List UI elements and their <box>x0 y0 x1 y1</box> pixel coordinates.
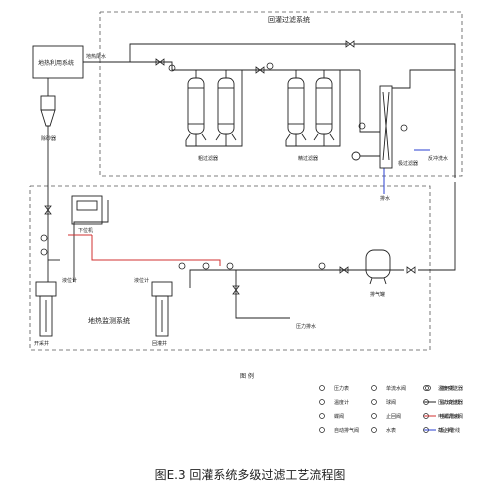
coarse-filter-left <box>185 77 207 141</box>
coarse-filter-right <box>215 77 237 141</box>
exhaust-tank <box>365 249 391 285</box>
level-gauge-left-label: 液位计 <box>62 277 77 284</box>
level-gauge-right-label: 液位计 <box>134 277 149 284</box>
legend-item-label: 温度计 <box>334 399 349 406</box>
legend-item-label: 压力变送器 <box>438 399 463 406</box>
pressure-gauge-icon <box>226 262 234 270</box>
flow-meter-icon <box>371 427 377 433</box>
legend-item-label: 电磁调速阀 <box>438 413 463 420</box>
production-well-label: 开采井 <box>34 340 49 347</box>
legend-item-label: 单流水阀 <box>386 385 406 392</box>
fine-filter-left <box>285 77 307 141</box>
figure-caption: 图E.3 回灌系统多级过滤工艺流程图 <box>154 468 346 482</box>
fine-filter-label: 精过滤器 <box>298 155 318 162</box>
coarse-filter-label: 粗过滤器 <box>198 155 218 162</box>
exhaust-tank-label: 排气罐 <box>370 291 385 298</box>
monitor-system-region <box>29 185 431 351</box>
check-valve-icon <box>371 385 377 391</box>
valve-icon <box>339 266 349 274</box>
legend-item-label: 截止阀 <box>438 427 453 434</box>
legend-item-label: 温度变送器 <box>438 385 463 392</box>
valve-icon <box>345 40 355 48</box>
production-well <box>35 281 57 337</box>
pressure-gauge-icon <box>266 62 274 70</box>
gauges <box>40 62 408 270</box>
legend-item-label: 止回阀 <box>386 413 401 420</box>
sand-remover <box>40 95 56 132</box>
filter-system-region <box>99 11 463 177</box>
valve-icon <box>406 266 416 274</box>
fine-filter-right <box>313 77 335 141</box>
tail-water-label: 地热尾水 <box>86 53 106 60</box>
pressure-gauge-icon <box>40 234 48 242</box>
valve-icon <box>44 205 52 215</box>
pump-icon <box>425 385 431 391</box>
booster-pump <box>351 151 361 161</box>
legend-item-label: 电缆管线 <box>440 413 460 420</box>
valve-icon <box>155 58 165 66</box>
backwash-out-label: 排水 <box>380 195 390 202</box>
controller-box <box>71 195 103 225</box>
utilization-system-label: 地热利用系统 <box>38 59 74 67</box>
power-cable <box>91 235 221 266</box>
pressure-gauge-icon <box>40 248 48 256</box>
backwash-in-label: 反冲洗水 <box>428 155 448 162</box>
pressure-gauge-icon <box>319 385 325 391</box>
precision-filter <box>379 85 393 169</box>
legend-item-label: 输出管线 <box>440 399 460 406</box>
reinjection-well-label: 回灌井 <box>152 340 167 347</box>
pressure-gauge-icon <box>202 262 210 270</box>
legend-title: 图 例 <box>240 372 254 380</box>
valve-icon <box>319 413 325 419</box>
reinjection-well <box>151 281 173 337</box>
temp-transmitter-icon <box>423 385 429 391</box>
thermometer-icon <box>319 399 325 405</box>
pressure-gauge-icon <box>168 64 176 72</box>
precision-filter-label: 极过滤器 <box>398 160 418 167</box>
monitor-system-label: 地热监测系统 <box>88 316 130 325</box>
pressure-gauge-icon <box>178 262 186 270</box>
pressure-gauge-icon <box>318 262 326 270</box>
sand-remover-label: 除砂器 <box>41 135 56 142</box>
utilization-system-box <box>32 45 84 79</box>
valves <box>44 40 416 295</box>
gate-valve-icon <box>371 399 377 405</box>
legend-item-label: 球阀 <box>386 399 396 406</box>
auto-vent-icon <box>319 427 325 433</box>
legend-item-label: 压力表 <box>334 385 349 392</box>
pressure-gauge-icon <box>358 122 366 130</box>
controller-label: 下位机 <box>78 227 93 234</box>
legend-item-label: 蝶阀 <box>334 413 344 420</box>
valve-icon <box>255 66 265 74</box>
pipe-network <box>47 43 456 319</box>
legend-item-label: 反冲管线 <box>440 427 460 434</box>
filter-system-label: 回灌过滤系统 <box>268 15 310 24</box>
pressure-gauge-icon <box>400 124 408 132</box>
legend-item-label: 自动排气阀 <box>334 427 359 434</box>
stop-valve-icon <box>371 413 377 419</box>
legend-item-label: 水表 <box>386 427 396 434</box>
valve-icon <box>232 285 240 295</box>
legend-item-label: 潜环泵 <box>440 385 455 392</box>
pressure-drain-label: 压力排水 <box>296 323 316 330</box>
